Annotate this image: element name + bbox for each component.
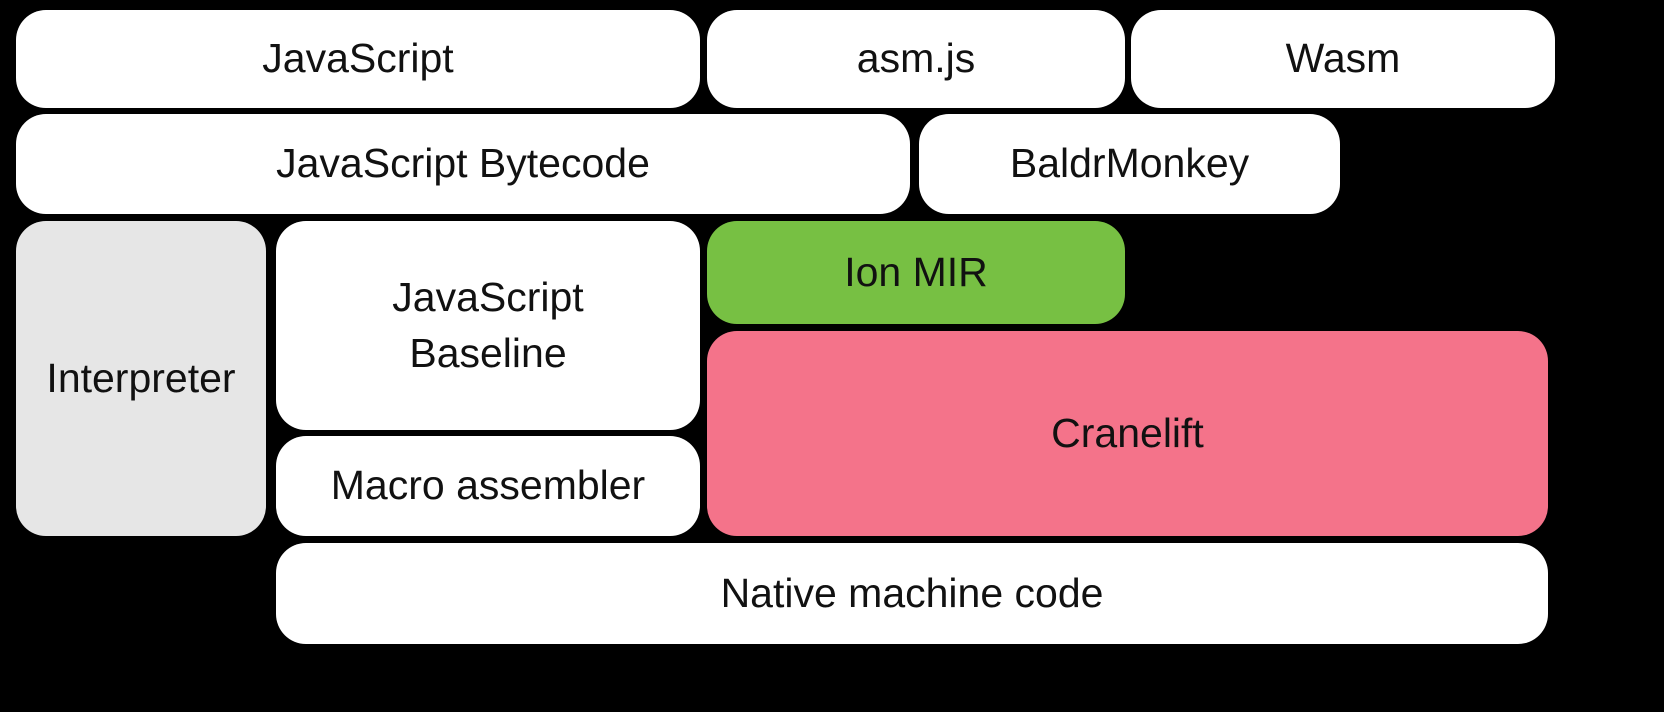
block-javascript-bytecode-label: JavaScript Bytecode bbox=[276, 140, 650, 187]
block-ion-mir-label: Ion MIR bbox=[844, 248, 988, 295]
block-native-machine-code: Native machine code bbox=[276, 543, 1548, 644]
block-cranelift-label: Cranelift bbox=[1051, 409, 1204, 456]
block-macro-assembler-label: Macro assembler bbox=[330, 462, 646, 509]
block-wasm-label: Wasm bbox=[1285, 35, 1401, 82]
block-interpreter-label: Interpreter bbox=[46, 354, 236, 401]
block-cranelift: Cranelift bbox=[707, 331, 1548, 536]
block-wasm: Wasm bbox=[1131, 10, 1555, 108]
block-javascript-bytecode: JavaScript Bytecode bbox=[16, 114, 910, 214]
block-baldrmonkey: BaldrMonkey bbox=[919, 114, 1340, 214]
block-macro-assembler: Macro assembler bbox=[276, 436, 700, 536]
block-javascript-label: JavaScript bbox=[262, 35, 454, 82]
block-asmjs: asm.js bbox=[707, 10, 1125, 108]
block-javascript-baseline-label: JavaScript Baseline bbox=[392, 274, 584, 376]
block-ion-mir: Ion MIR bbox=[707, 221, 1125, 324]
block-javascript: JavaScript bbox=[16, 10, 700, 108]
block-javascript-baseline: JavaScript Baseline bbox=[276, 221, 700, 430]
block-native-machine-code-label: Native machine code bbox=[720, 569, 1104, 616]
block-baldrmonkey-label: BaldrMonkey bbox=[1009, 140, 1250, 187]
block-asmjs-label: asm.js bbox=[856, 35, 976, 82]
block-interpreter: Interpreter bbox=[16, 221, 266, 536]
